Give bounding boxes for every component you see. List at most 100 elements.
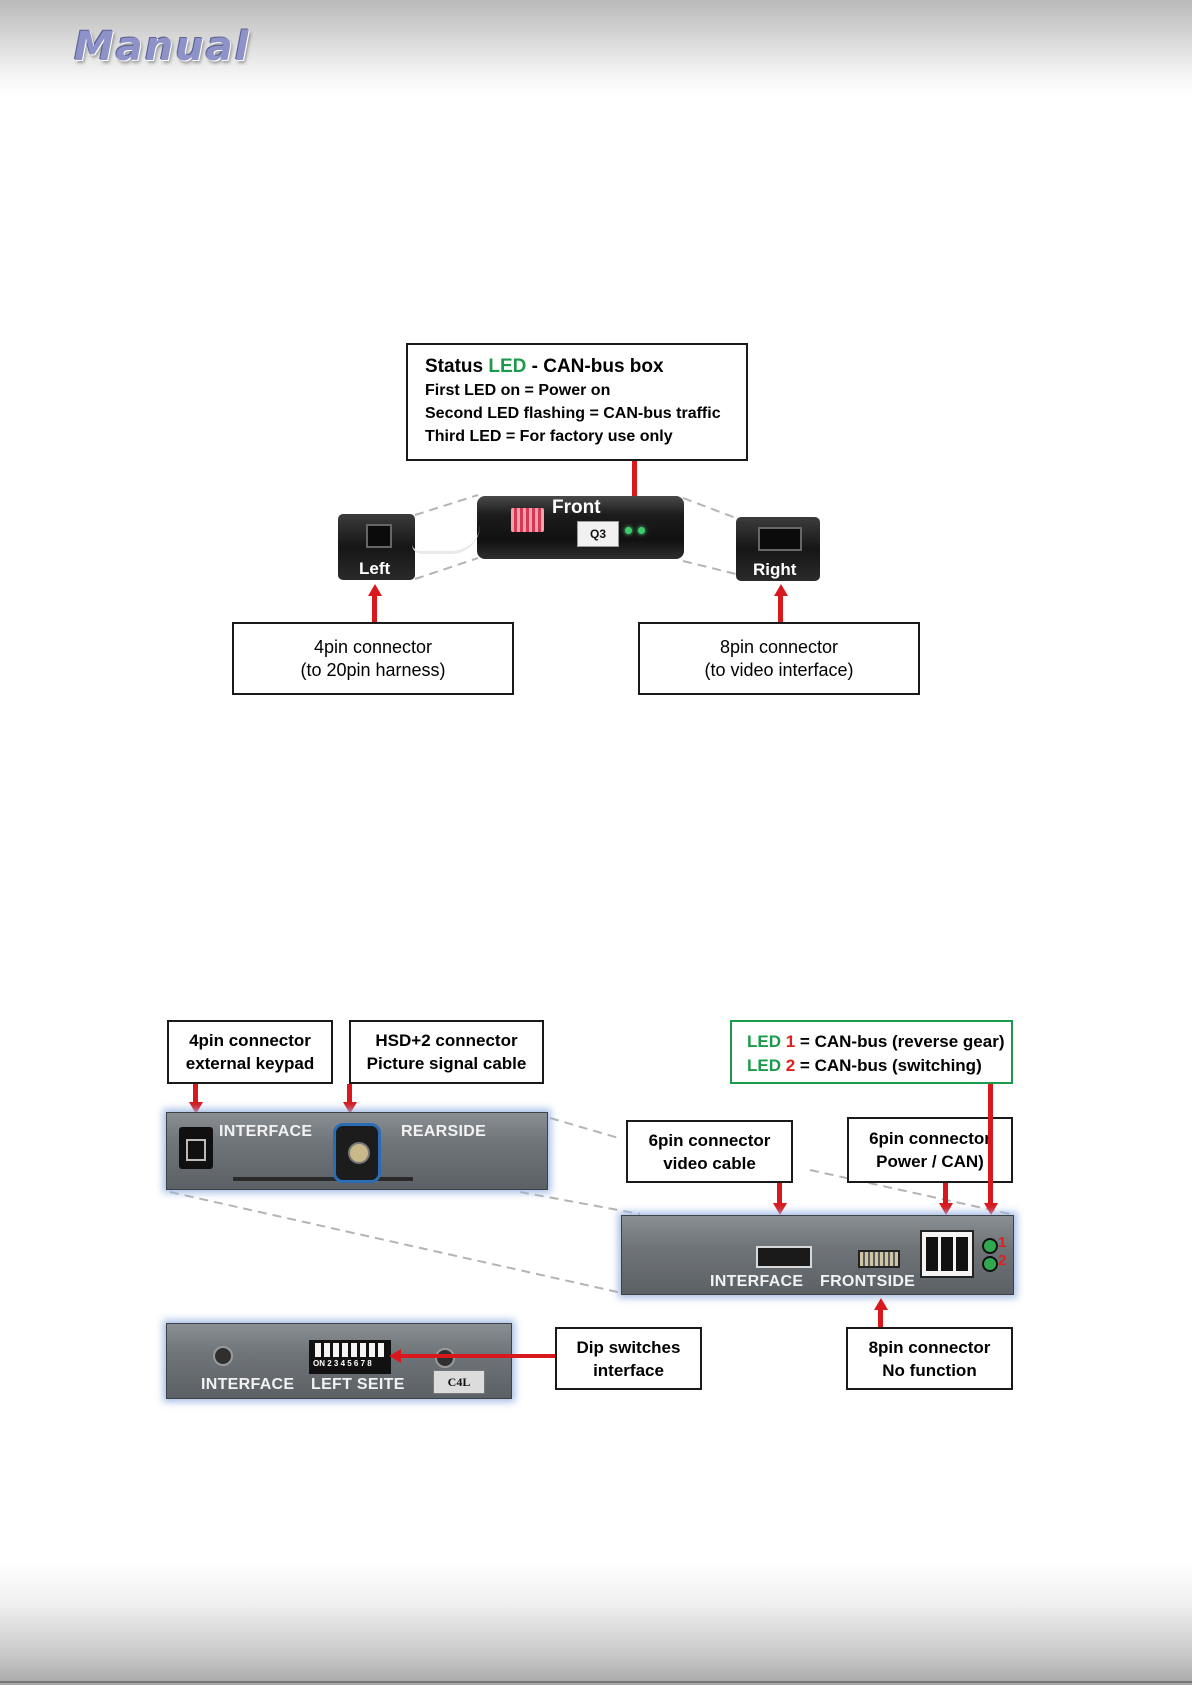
hsd-socket [333, 1123, 381, 1183]
right-connector-arrow [778, 595, 783, 622]
power-connector-box: 6pin connector Power / CAN) [847, 1117, 1013, 1183]
guide-left-top [414, 494, 479, 516]
power-socket [920, 1230, 974, 1278]
left-label-interface: INTERFACE [201, 1376, 295, 1393]
left-socket [366, 524, 392, 548]
front-led-2 [982, 1256, 998, 1272]
dip-arrow [389, 1349, 557, 1363]
dip-switch-numbers: ON 2 3 4 5 6 7 8 [313, 1359, 372, 1368]
left-side-panel: ON 2 3 4 5 6 7 8 C4L INTERFACE LEFT SEIT… [166, 1323, 512, 1399]
led2-word: LED [747, 1056, 786, 1075]
left-screw-1 [213, 1346, 233, 1366]
c4l-sticker: C4L [433, 1370, 485, 1394]
led1-desc: = CAN-bus (reverse gear) [795, 1032, 1005, 1051]
rear-slot [233, 1177, 413, 1181]
keypad-socket [179, 1127, 213, 1169]
front-label-interface: INTERFACE [710, 1273, 804, 1290]
left-connector-box: 4pin connector (to 20pin harness) [232, 622, 514, 695]
guide-right-top [682, 497, 737, 519]
hsd-socket-core [348, 1142, 370, 1164]
footer-line [0, 1681, 1192, 1683]
left-connector-block [338, 514, 415, 580]
dip-line-1: Dip switches [576, 1337, 681, 1357]
power-line-1: 6pin connector [869, 1129, 991, 1148]
chip-sticker: Q3 [577, 521, 619, 547]
keypad-socket-pins [186, 1139, 206, 1161]
front-led-1 [982, 1238, 998, 1254]
keypad-connector-box: 4pin connector external keypad [167, 1020, 333, 1084]
nofunc-socket [858, 1250, 900, 1268]
chip-label: Q3 [589, 527, 606, 541]
led-arrow [988, 1084, 993, 1204]
guide-rear-bottom [169, 1191, 623, 1294]
right-connector-block [736, 517, 820, 581]
rear-label-rearside: REARSIDE [401, 1123, 487, 1140]
nofunc-connector-box: 8pin connector No function [846, 1327, 1013, 1390]
label-right: Right [753, 560, 797, 579]
status-title-led: LED [488, 356, 527, 377]
video-line-1: 6pin connector [648, 1130, 771, 1150]
rear-label-interface: INTERFACE [219, 1123, 313, 1140]
status-line-2: Second LED flashing = CAN-bus traffic [425, 405, 721, 422]
right-connector-line-2: (to video interface) [704, 659, 854, 680]
nofunc-line-2: No function [882, 1360, 977, 1380]
hsd-line-2: Picture signal cable [366, 1054, 527, 1073]
header-band [0, 0, 1192, 98]
left-connector-line-1: 4pin connector [313, 636, 433, 657]
power-arrow [943, 1183, 948, 1204]
left-screw-2 [435, 1348, 455, 1368]
guide-mid [519, 1191, 641, 1215]
led-2 [638, 527, 645, 534]
white-cable [412, 525, 480, 554]
status-line-3: Third LED = For factory use only [425, 428, 673, 445]
power-socket-pins [926, 1237, 968, 1271]
hsd-line-1: HSD+2 connector [375, 1031, 518, 1050]
front-label-frontside: FRONTSIDE [820, 1273, 916, 1290]
dip-line-2: interface [593, 1360, 664, 1380]
front-panel: 1 2 INTERFACE FRONTSIDE [621, 1215, 1014, 1295]
left-connector-arrow [372, 595, 377, 622]
can-box-guides [414, 494, 737, 580]
keypad-line-1: 4pin connector [189, 1031, 311, 1050]
status-arrow [632, 461, 637, 516]
guide-led-right [809, 1169, 1011, 1215]
hsd-arrow [347, 1084, 352, 1103]
front-led-2-number: 2 [998, 1252, 1007, 1269]
led2-desc: = CAN-bus (switching) [795, 1056, 982, 1075]
interface-guides [169, 1117, 1011, 1294]
rear-panel: INTERFACE REARSIDE [166, 1112, 548, 1190]
front-led-1-number: 1 [998, 1234, 1007, 1251]
video-line-2: video cable [663, 1153, 756, 1173]
guide-rear-top [549, 1117, 623, 1140]
dip-switch-block [511, 508, 544, 532]
video-socket [756, 1246, 812, 1268]
led2-number: 2 [785, 1056, 796, 1075]
dip-switch-panel: ON 2 3 4 5 6 7 8 [309, 1340, 391, 1374]
dip-switch-levers [315, 1343, 385, 1357]
hsd-connector-box: HSD+2 connector Picture signal cable [349, 1020, 544, 1084]
led-legend-line-2: LED 2 = CAN-bus (switching) [747, 1054, 1011, 1078]
guide-right-bottom [682, 560, 737, 575]
status-title-prefix: Status [425, 356, 489, 377]
led1-number: 1 [785, 1032, 796, 1051]
left-label-leftseite: LEFT SEITE [311, 1376, 405, 1393]
power-line-2: Power / CAN) [876, 1152, 984, 1171]
dip-switch-box: Dip switches interface [555, 1327, 702, 1390]
led1-word: LED [747, 1032, 786, 1051]
label-left: Left [359, 559, 391, 578]
right-connector-box: 8pin connector (to video interface) [638, 622, 920, 695]
keypad-arrow [193, 1084, 198, 1103]
video-arrow [777, 1183, 782, 1204]
keypad-line-2: external keypad [185, 1054, 315, 1073]
manual-logo: Manual [74, 24, 251, 70]
led-legend-box: LED 1 = CAN-bus (reverse gear) LED 2 = C… [730, 1020, 1013, 1084]
guide-left-bottom [414, 557, 479, 580]
nofunc-arrow [878, 1309, 883, 1328]
right-connector-line-1: 8pin connector [719, 636, 839, 657]
video-connector-box: 6pin connector video cable [626, 1120, 793, 1183]
footer-band [0, 1562, 1192, 1685]
status-line-1: First LED on = Power on [425, 382, 611, 399]
right-socket [758, 527, 802, 551]
label-front: Front [552, 497, 601, 518]
left-connector-line-2: (to 20pin harness) [300, 659, 446, 680]
